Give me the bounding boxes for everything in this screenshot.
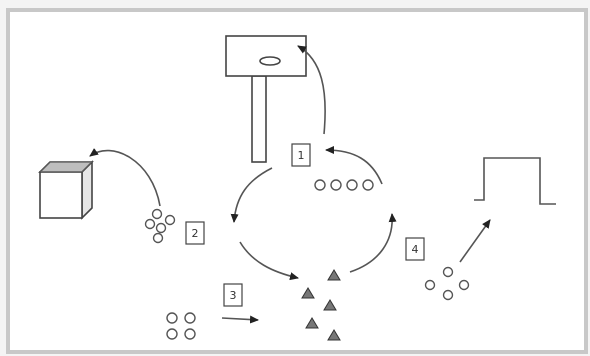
cycle-arrow-top [325, 146, 383, 185]
cube [38, 160, 94, 220]
step-label-4: 4 [405, 237, 425, 261]
step-label-2: 2 [185, 221, 205, 245]
signboard [225, 35, 307, 163]
signboard-post [251, 75, 267, 163]
triangle-cluster [301, 269, 341, 341]
open-container [474, 157, 556, 205]
circle-grid-bottom [166, 312, 196, 340]
step-label-2-text: 2 [192, 227, 199, 240]
cycle-arrow-left [230, 167, 273, 223]
arrow-to-container [459, 219, 491, 263]
arrow-to-cube [89, 148, 161, 207]
arrow-to-signboard [297, 45, 326, 135]
signboard-panel [225, 35, 307, 77]
circle-cluster-left [144, 208, 176, 244]
cycle-arrow-bottom [239, 241, 299, 281]
circle-cluster-right [424, 266, 470, 301]
cube-front [39, 171, 83, 219]
step-label-3: 3 [223, 283, 243, 307]
cycle-arrow-right [349, 213, 397, 273]
circle-row [314, 179, 374, 191]
signboard-oval [259, 56, 281, 66]
step-label-1-text: 1 [298, 149, 305, 162]
step-label-4-text: 4 [412, 243, 419, 256]
step-label-3-text: 3 [230, 289, 237, 302]
arrow-into-triangles [221, 315, 259, 324]
step-label-1: 1 [291, 143, 311, 167]
